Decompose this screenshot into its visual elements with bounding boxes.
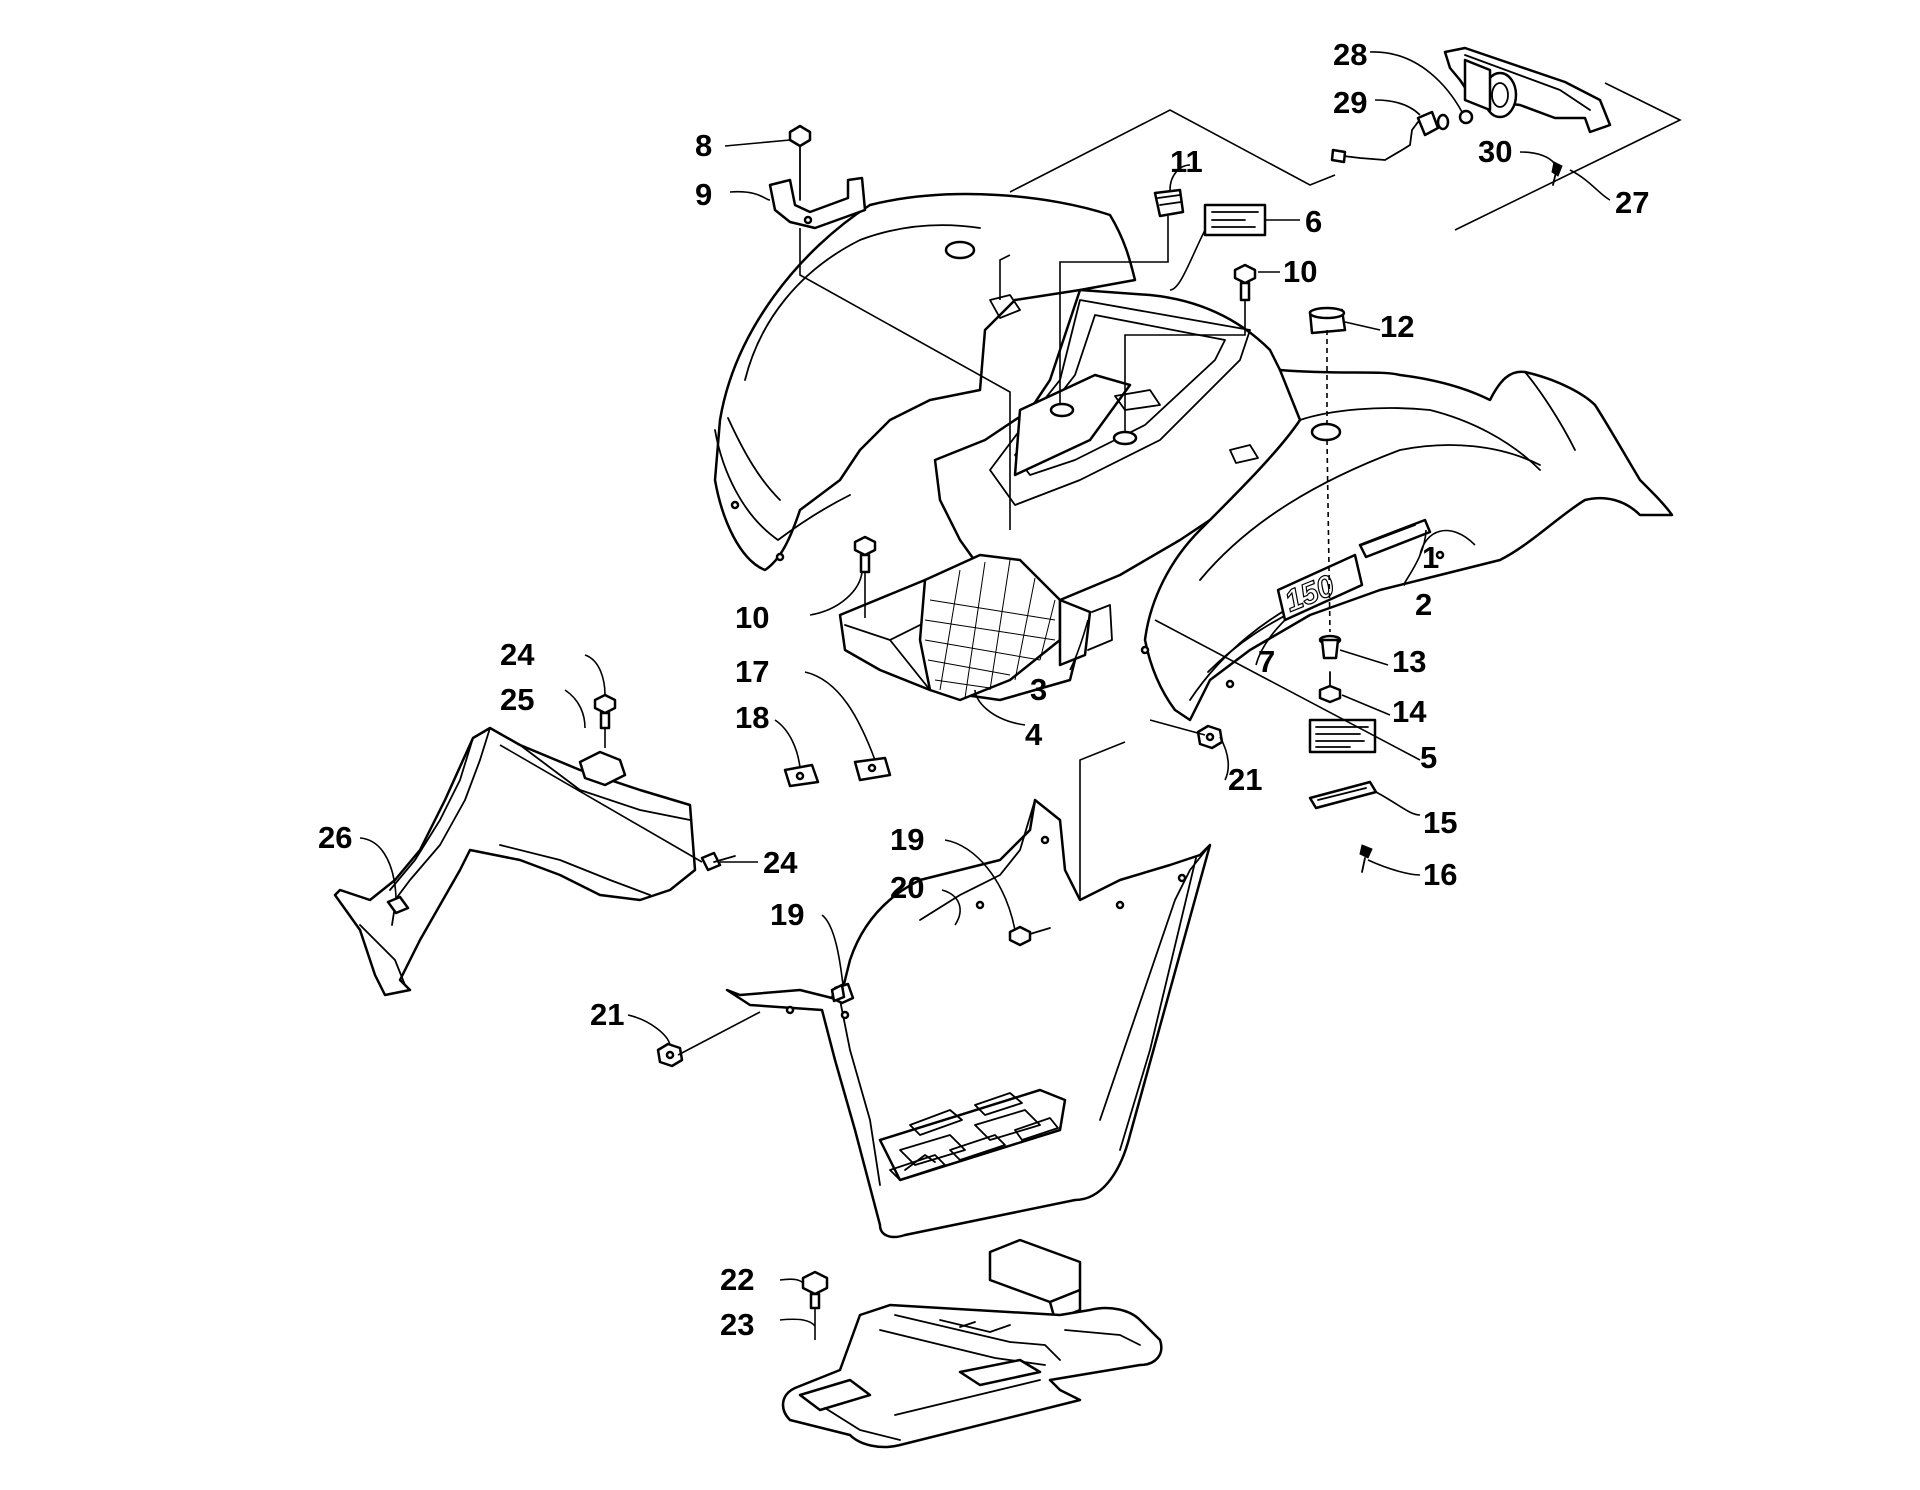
nut-21-right [1196, 724, 1224, 750]
callout-12: 12 [1380, 309, 1414, 344]
bolt-10-left [853, 535, 877, 574]
callout-24-top: 24 [500, 637, 535, 672]
callout-labels: 1 2 3 4 5 6 7 8 9 10 10 11 12 13 14 15 1… [318, 37, 1649, 1342]
rear-fender: 150 [713, 192, 1674, 722]
callout-10-bottom: 10 [735, 600, 769, 635]
assembly-lines [499, 82, 1682, 1340]
callout-5: 5 [1420, 740, 1437, 775]
callout-21-left: 21 [590, 997, 624, 1032]
bolt-10-top [1233, 263, 1257, 302]
callout-19-right: 19 [890, 822, 924, 857]
callout-21-right: 21 [1228, 762, 1262, 797]
callout-23: 23 [720, 1307, 754, 1342]
callout-11: 11 [1170, 144, 1203, 179]
bolt-24-side [700, 851, 736, 872]
callout-15: 15 [1423, 805, 1457, 840]
bolt-24-top [593, 693, 617, 730]
screw-16 [1359, 844, 1373, 873]
storage-mesh [918, 553, 1062, 702]
screw-14 [1318, 671, 1342, 704]
callout-8: 8 [695, 128, 712, 163]
footwell-panel [725, 798, 1212, 1239]
callout-30: 30 [1478, 134, 1512, 169]
callout-19-left: 19 [770, 897, 804, 932]
callout-17: 17 [735, 654, 769, 689]
callout-13: 13 [1392, 644, 1426, 679]
callout-7: 7 [1258, 644, 1275, 679]
bolt-22 [801, 1270, 829, 1310]
bolt-19-right [1008, 925, 1051, 947]
bolt-8 [788, 124, 812, 201]
bolt-19-left [830, 982, 855, 1005]
callout-26: 26 [318, 820, 352, 855]
callout-22: 22 [720, 1262, 754, 1297]
reflector-15 [1308, 780, 1378, 810]
callout-27: 27 [1615, 185, 1649, 220]
collar-13 [1318, 634, 1342, 660]
rivet-26 [386, 895, 410, 926]
leader-lines [359, 51, 1611, 1327]
callout-1: 1 [1422, 540, 1439, 575]
grommet-12 [1308, 306, 1347, 335]
callout-10-top: 10 [1283, 254, 1317, 289]
nut-21-left [656, 1042, 684, 1068]
callout-2: 2 [1415, 587, 1432, 622]
callout-20: 20 [890, 870, 924, 905]
callout-18: 18 [735, 700, 769, 735]
callout-28: 28 [1333, 37, 1367, 72]
foot-step [781, 1238, 1163, 1449]
callout-4: 4 [1025, 717, 1043, 752]
callout-9: 9 [695, 177, 712, 212]
callout-24-side: 24 [763, 845, 798, 880]
grommet-11 [1153, 188, 1185, 218]
bracket-9 [768, 176, 867, 230]
callout-3: 3 [1030, 672, 1047, 707]
callout-14: 14 [1392, 694, 1427, 729]
side-panel [333, 726, 697, 997]
taillight-assembly [1330, 46, 1612, 186]
callout-16: 16 [1423, 857, 1457, 892]
callout-25: 25 [500, 682, 534, 717]
callout-6: 6 [1305, 204, 1322, 239]
callout-29: 29 [1333, 85, 1367, 120]
